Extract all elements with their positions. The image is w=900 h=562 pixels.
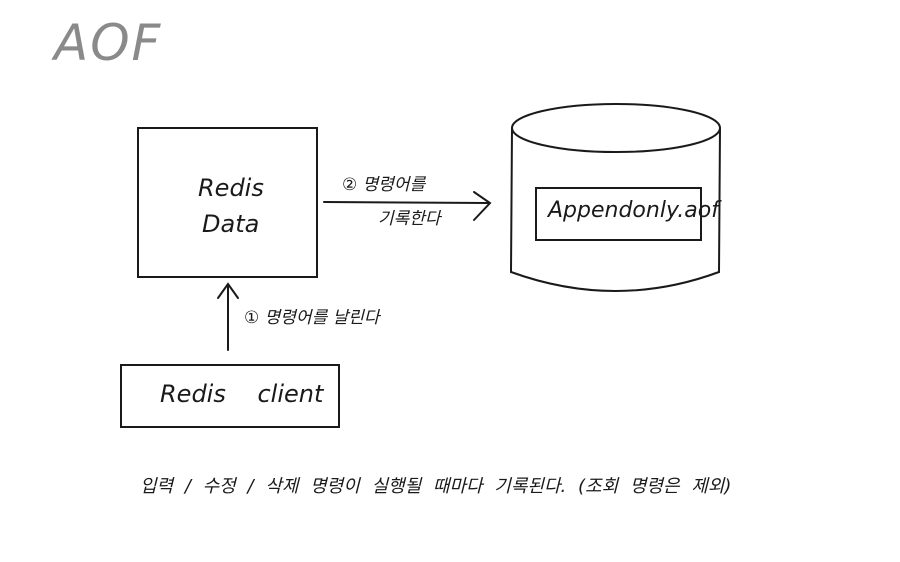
redis-data-label: Redis Data xyxy=(198,170,264,242)
redis-data-box xyxy=(137,127,318,278)
arrow-write-to-aof xyxy=(323,191,492,221)
redis-client-label: Redis client xyxy=(160,380,324,408)
aof-file-box xyxy=(535,187,702,241)
redis-data-line1: Redis xyxy=(198,174,264,202)
page-title: AOF xyxy=(54,14,163,72)
footnote: 입력 / 수정 / 삭제 명령이 실행될 때마다 기록된다. (조회 명령은 제… xyxy=(140,476,732,497)
aof-storage-cylinder xyxy=(509,103,721,292)
redis-client-box xyxy=(120,364,340,428)
arrow-send-command xyxy=(217,282,239,351)
step2-label-line2: 기록한다 xyxy=(378,209,441,229)
aof-file-label: Appendonly.aof xyxy=(548,198,719,223)
step1-label: ① 명령어를 날린다 xyxy=(244,308,380,328)
redis-data-line2: Data xyxy=(202,210,260,238)
step2-label-line1: ② 명령어를 xyxy=(342,175,426,195)
